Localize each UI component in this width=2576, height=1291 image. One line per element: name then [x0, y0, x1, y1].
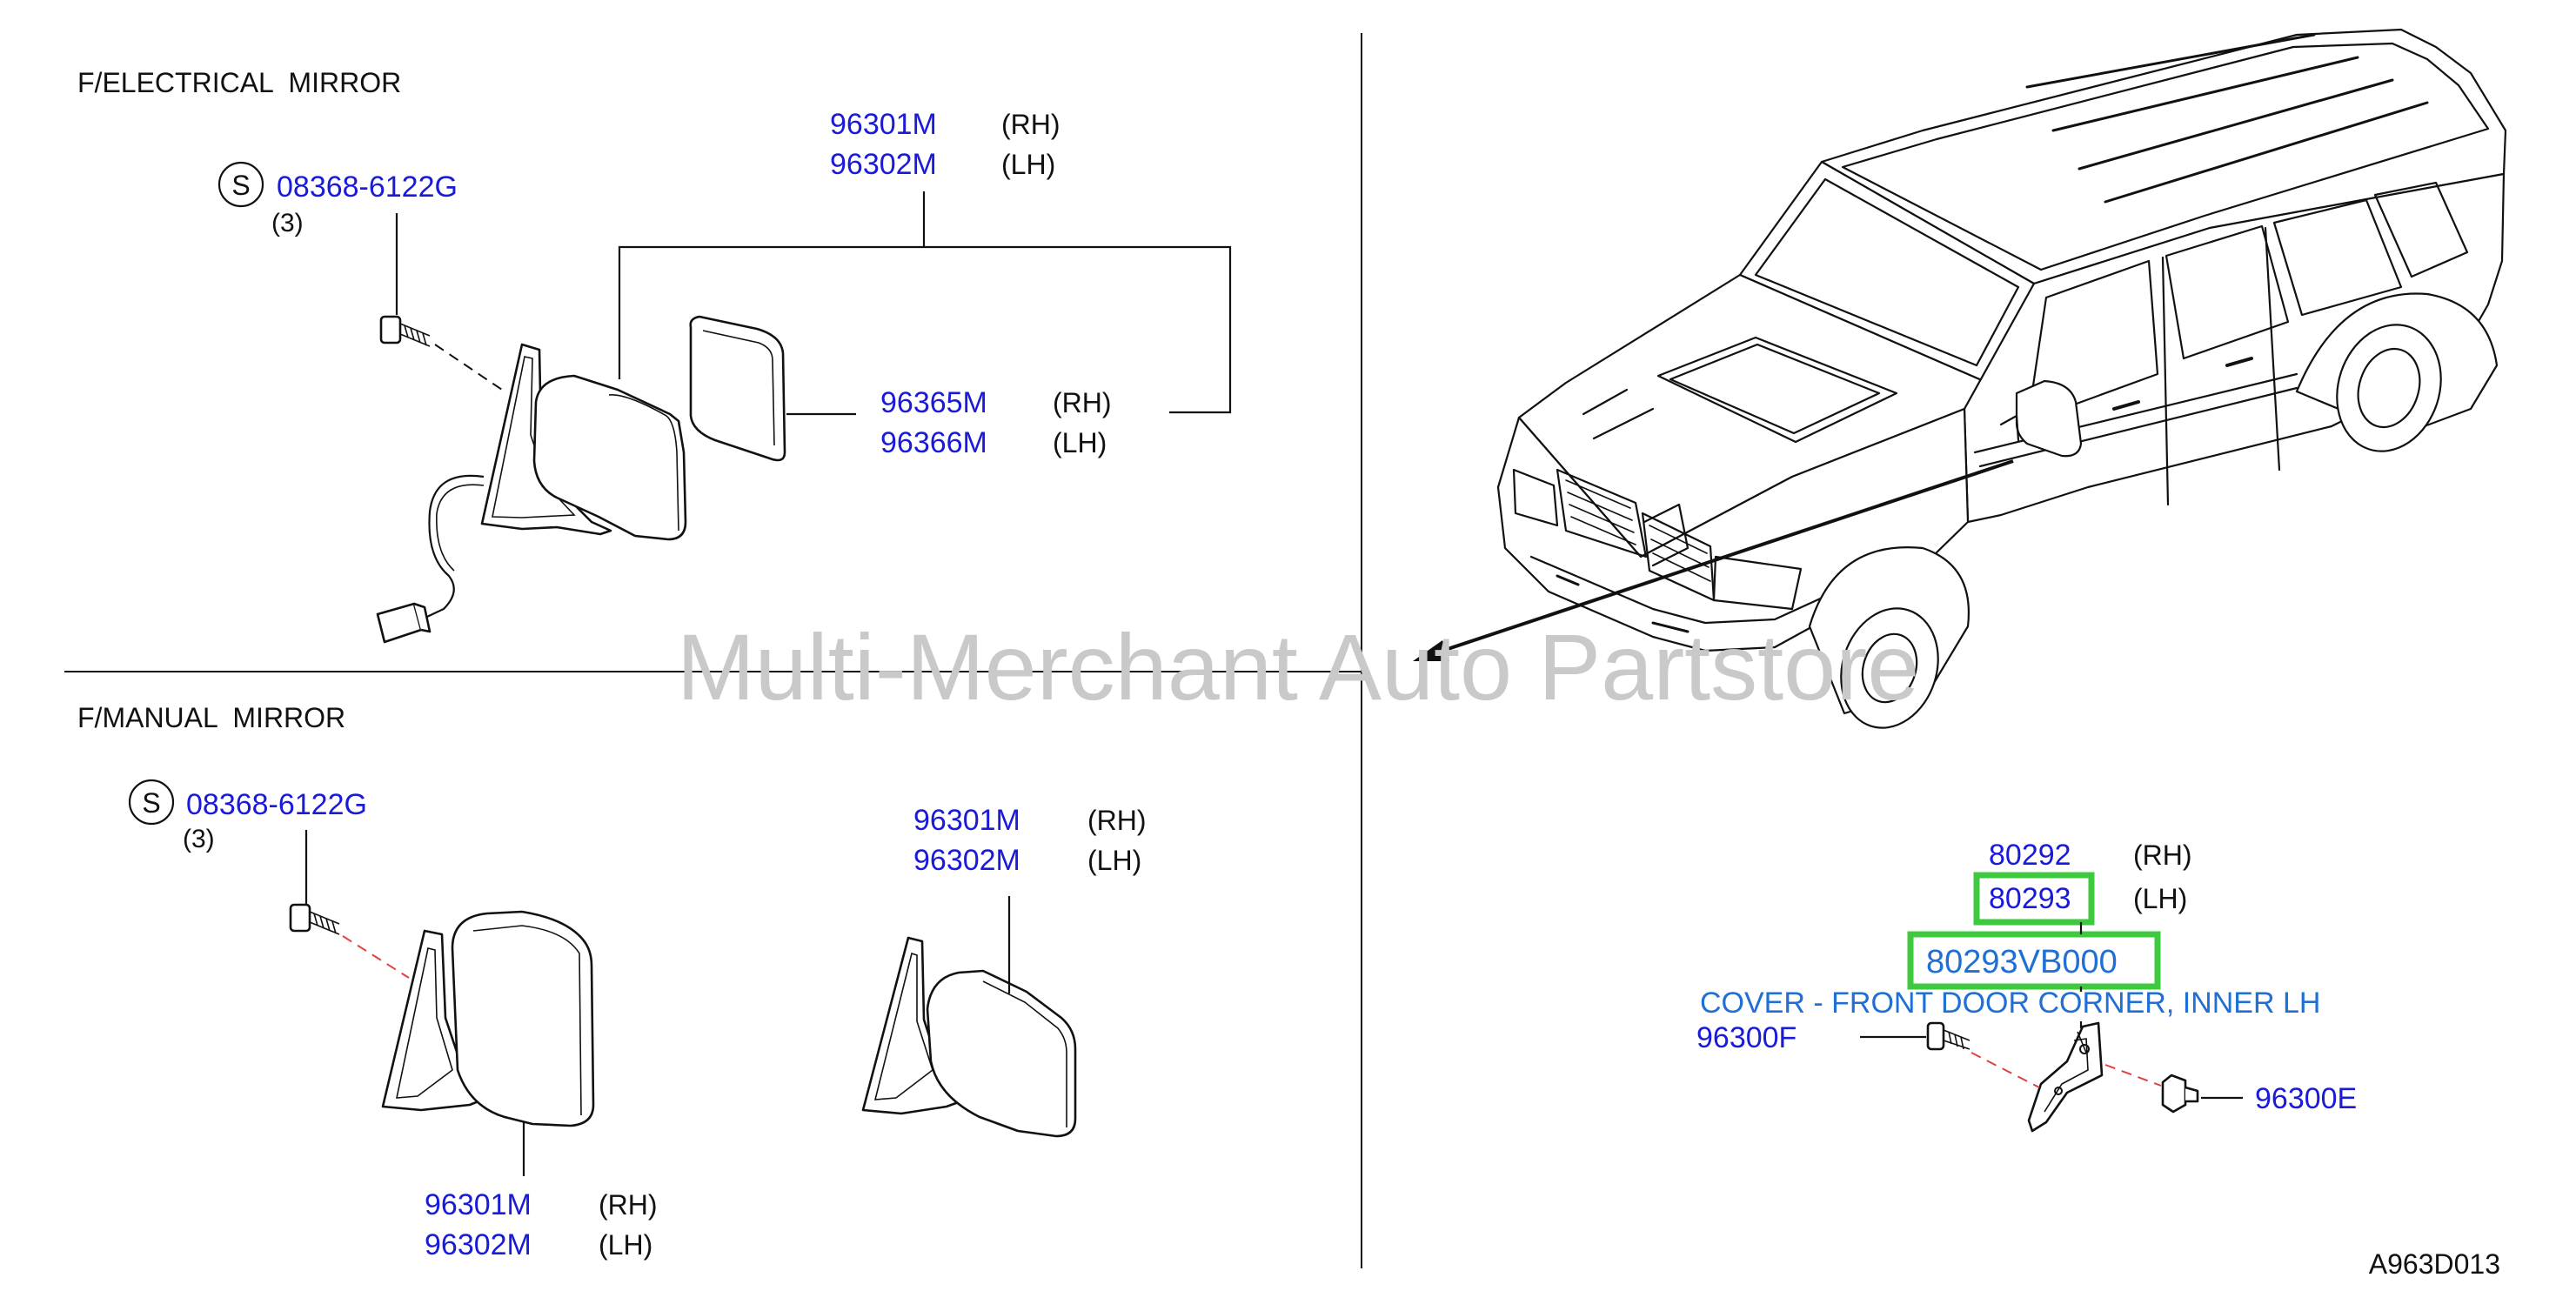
corner-lh-part-number[interactable]: 80293 [1989, 882, 2071, 915]
manual-screw [289, 903, 410, 979]
manual-screw-callout: S 08368-6122G (3) [128, 779, 367, 905]
manual-left-rh-part-number[interactable]: 96301M [425, 1188, 532, 1221]
manual-right-rh-part-number[interactable]: 96301M [913, 804, 1020, 837]
screw-symbol-circle [128, 779, 175, 826]
electrical-assy-rh-part-number[interactable]: 96301M [830, 108, 937, 141]
screw-dash-line [434, 344, 505, 392]
corner-cover-callout: 80292 (RH) 80293 (LH) 80293VB000 COVER -… [1700, 839, 2320, 1028]
electrical-assy-lh-part-number[interactable]: 96302M [830, 148, 937, 181]
manual-left-lh-part-number[interactable]: 96302M [425, 1228, 532, 1261]
manual-left-lh-side: (LH) [599, 1229, 652, 1261]
manual-right-lh-side: (LH) [1087, 845, 1141, 876]
manual-right-rh-side: (RH) [1087, 805, 1147, 836]
screw-symbol-letter: S [231, 170, 250, 201]
section-title-manual: F/MANUAL MIRROR [77, 702, 345, 733]
electrical-screw-callout: S 08368-6122G (3) [217, 161, 458, 315]
manual-right-callout: 96301M (RH) 96302M (LH) [913, 804, 1147, 877]
vehicle-illustration [1496, 28, 2507, 729]
corner-rh-part-number[interactable]: 80292 [1989, 839, 2071, 872]
locator-arrow [1413, 459, 2014, 661]
electrical-glass-rh-side: (RH) [1053, 387, 1112, 418]
grommet-part-number[interactable]: 96300E [2255, 1082, 2357, 1115]
corner-lh-highlight-box [1973, 872, 2095, 926]
electrical-glass-rh-part-number[interactable]: 96365M [880, 386, 987, 419]
electrical-assy-callout: 96301M (RH) 96302M (LH) [618, 108, 1232, 414]
electrical-mirror-glass [689, 315, 856, 462]
electrical-screw-part-number[interactable]: 08368-6122G [277, 171, 458, 204]
manual-mirror-left [381, 910, 595, 1176]
screw-symbol-letter: S [142, 787, 160, 819]
grommet-dash-line [2104, 1064, 2162, 1087]
screw-symbol-circle [217, 161, 264, 208]
electrical-mirror-assembly [376, 343, 687, 644]
electrical-glass-lh-part-number[interactable]: 96366M [880, 426, 987, 459]
assy-bracket-leader [618, 245, 1232, 414]
electrical-screw [379, 315, 505, 392]
electrical-assy-lh-side: (LH) [1001, 149, 1055, 180]
clip-96300f: 96300F [1696, 1021, 2040, 1088]
section-title-electrical: F/ELECTRICAL MIRROR [77, 67, 401, 98]
manual-right-lh-part-number[interactable]: 96302M [913, 844, 1020, 877]
electrical-screw-quantity: (3) [271, 209, 304, 237]
clip-dash-line [1970, 1052, 2040, 1088]
manual-mirror-right [861, 896, 1077, 1138]
electrical-glass-callout: 96365M (RH) 96366M (LH) [880, 386, 1112, 459]
oem-part-number[interactable]: 80293VB000 [1926, 944, 2118, 980]
electrical-glass-lh-side: (LH) [1053, 427, 1107, 458]
corner-lh-side: (LH) [2133, 883, 2187, 914]
manual-left-callout: 96301M (RH) 96302M (LH) [425, 1188, 658, 1261]
grommet-96300e: 96300E [2104, 1064, 2357, 1115]
manual-left-rh-side: (RH) [599, 1189, 658, 1221]
manual-screw-quantity: (3) [183, 825, 215, 853]
corner-cover-description: COVER - FRONT DOOR CORNER, INNER LH [1700, 987, 2320, 1020]
oem-part-highlight-box [1907, 931, 2161, 990]
corner-rh-side: (RH) [2133, 839, 2192, 871]
corner-cover-part [2027, 1021, 2104, 1133]
electrical-assy-rh-side: (RH) [1001, 109, 1061, 140]
clip-part-number[interactable]: 96300F [1696, 1021, 1797, 1054]
manual-screw-dash-line [342, 935, 410, 979]
manual-screw-part-number[interactable]: 08368-6122G [186, 788, 367, 821]
diagram-code: A963D013 [2369, 1248, 2500, 1280]
watermark-text: Multi-Merchant Auto Partstore [677, 614, 1920, 719]
